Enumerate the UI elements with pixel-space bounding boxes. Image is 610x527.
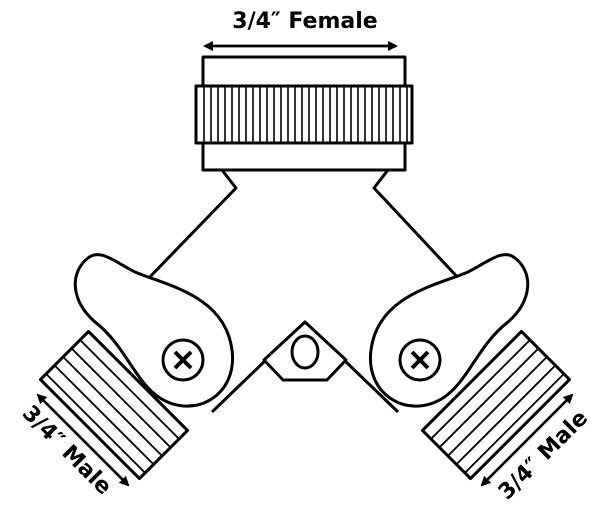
left-valve-handle [73, 253, 235, 408]
knurl-lines [203, 86, 408, 143]
right-male-coupling [420, 329, 572, 481]
splitter-body [143, 169, 464, 414]
right-valve-handle [368, 253, 530, 408]
left-male-coupling [38, 329, 190, 481]
top-female-label: 3/4″ Female [232, 9, 377, 34]
left-screw-icon [161, 338, 205, 382]
female-coupling [194, 55, 414, 172]
center-mount-nub [262, 320, 348, 382]
right-screw-icon [398, 338, 442, 382]
